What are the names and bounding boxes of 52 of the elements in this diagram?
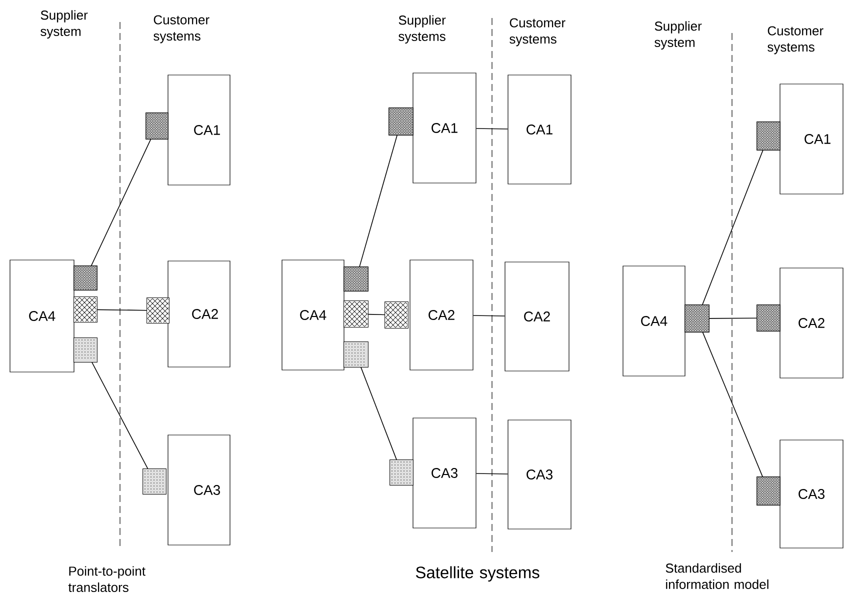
connector-line	[476, 473, 508, 474]
connector-line	[708, 318, 758, 319]
system-box: CA3	[412, 418, 476, 528]
adapter-square	[388, 108, 414, 136]
adapter-square	[74, 266, 98, 290]
system-box: CA2	[780, 268, 844, 378]
system-box: CA4	[282, 260, 344, 370]
column-heading: Customer systems	[768, 26, 824, 54]
connector-line	[90, 138, 152, 266]
connector-line	[472, 315, 506, 316]
column-heading: Supplier system	[40, 10, 88, 39]
connector-line	[702, 150, 764, 306]
adapter-square	[74, 296, 98, 322]
system-box: CA4	[622, 266, 686, 376]
system-box: CA4	[10, 260, 74, 372]
system-box: CA2	[410, 260, 474, 370]
connector-line	[368, 314, 386, 316]
adapter-square	[756, 304, 780, 332]
adapter-square	[344, 266, 368, 292]
adapter-square	[146, 112, 168, 140]
adapter-square	[384, 302, 408, 328]
column-heading: Supplier system	[654, 21, 702, 50]
system-box: CA1	[508, 74, 572, 184]
connector-line	[96, 309, 148, 311]
connector-line	[702, 332, 764, 478]
column-heading: Supplier systems	[398, 15, 446, 44]
system-box: CA1	[168, 74, 230, 186]
adapter-square	[142, 468, 166, 494]
column-heading: Standardised information model	[666, 563, 768, 589]
adapter-square	[344, 342, 368, 368]
system-box: CA3	[508, 420, 572, 530]
system-box: CA2	[168, 260, 230, 368]
column-heading: Customer systems	[510, 18, 566, 46]
column-heading: Point-to-point translators	[68, 566, 146, 592]
adapter-square	[684, 304, 710, 332]
adapter-square	[344, 300, 368, 328]
column-heading: Customer systems	[154, 15, 210, 44]
system-box: CA1	[412, 72, 476, 184]
adapter-square	[756, 122, 780, 150]
connector-line	[92, 362, 148, 470]
connector-line	[360, 366, 397, 460]
adapter-square	[756, 476, 780, 506]
connector-line	[476, 128, 508, 130]
system-box: CA1	[780, 84, 844, 194]
column-heading: Satellite systems	[416, 566, 540, 582]
connector-line	[359, 134, 398, 268]
adapter-square	[74, 338, 98, 362]
adapter-square	[146, 298, 170, 324]
system-box: CA2	[504, 262, 570, 372]
adapter-square	[390, 460, 414, 486]
system-box: CA3	[168, 434, 230, 546]
system-box: CA3	[780, 440, 844, 548]
